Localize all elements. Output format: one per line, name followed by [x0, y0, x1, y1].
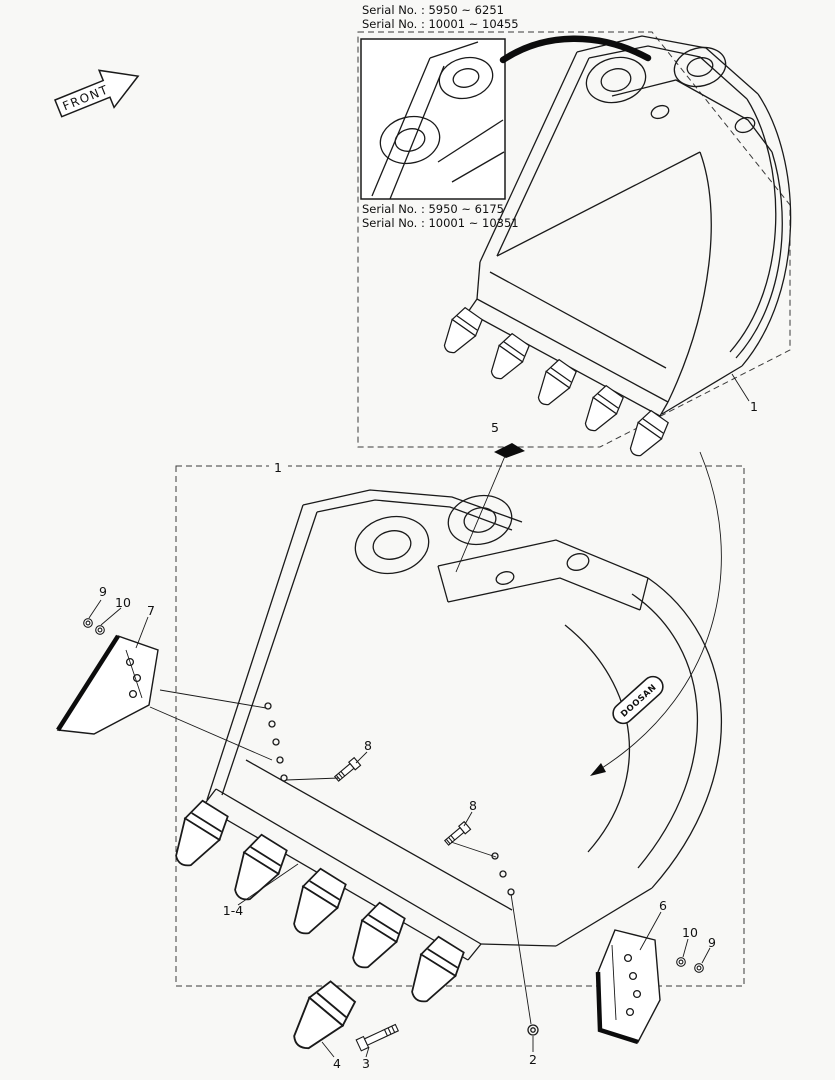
connector-arrowhead-icon	[590, 763, 606, 776]
callout-box-label-bg	[269, 460, 288, 474]
nut-9-left-part	[83, 618, 93, 628]
front-arrow-shape	[54, 69, 140, 118]
washer-10-right-part	[676, 957, 686, 967]
serial-top-line2: Serial No. : 10001 ~ 10455	[362, 17, 519, 31]
callout-6: 6	[659, 898, 667, 913]
nut-9-right-part	[694, 963, 704, 973]
washer-10-left-part	[95, 625, 105, 635]
callout-1-top: 1	[750, 399, 758, 414]
top-figure-bucket	[467, 35, 792, 417]
callout-2: 2	[529, 1052, 537, 1067]
callout-8a: 8	[364, 738, 372, 753]
callout-10-right: 10	[682, 925, 698, 940]
callout-3: 3	[362, 1056, 370, 1071]
leader-lines	[88, 455, 711, 1058]
tooth-4-part	[280, 976, 361, 1060]
doosan-logo: DOOSAN	[612, 675, 664, 725]
bolt-8b-part	[442, 821, 472, 848]
callout-1-4: 1-4	[223, 903, 243, 918]
front-direction-arrow: FRONT	[54, 69, 140, 118]
callout-4: 4	[333, 1056, 341, 1071]
inset-detail-drawing	[371, 41, 505, 199]
side-cutter-right-part	[595, 929, 661, 1045]
callout-8b: 8	[469, 798, 477, 813]
top-figure-boundary	[357, 31, 791, 448]
side-cutter-left-part	[56, 634, 159, 735]
serial-top-line1: Serial No. : 5950 ~ 6251	[362, 3, 504, 17]
bottom-figure-teeth	[162, 796, 470, 1012]
serial-inset-line2: Serial No. : 10001 ~ 10351	[362, 216, 519, 230]
callout-1-bottom: 1	[274, 460, 282, 475]
leader-callout1-top	[731, 373, 750, 402]
callout-9-right: 9	[708, 935, 716, 950]
nut-2-part	[527, 1024, 539, 1036]
callout-9-left: 9	[99, 584, 107, 599]
inset-detail-box	[360, 38, 506, 200]
callout-5: 5	[491, 420, 499, 435]
zoom-connector-swoosh	[499, 35, 652, 64]
callout-10-left: 10	[115, 595, 131, 610]
bolt-3-part	[355, 1023, 400, 1052]
bottom-figure-boundary	[175, 465, 745, 987]
tooth-point-icon	[494, 443, 525, 458]
bolt-8a-part	[332, 757, 362, 784]
serial-inset-line1: Serial No. : 5950 ~ 6175	[362, 202, 504, 216]
top-figure-teeth	[435, 304, 672, 463]
bottom-figure-bucket	[202, 489, 722, 961]
callout-7: 7	[147, 603, 155, 618]
figure-connector-curve	[601, 451, 722, 769]
